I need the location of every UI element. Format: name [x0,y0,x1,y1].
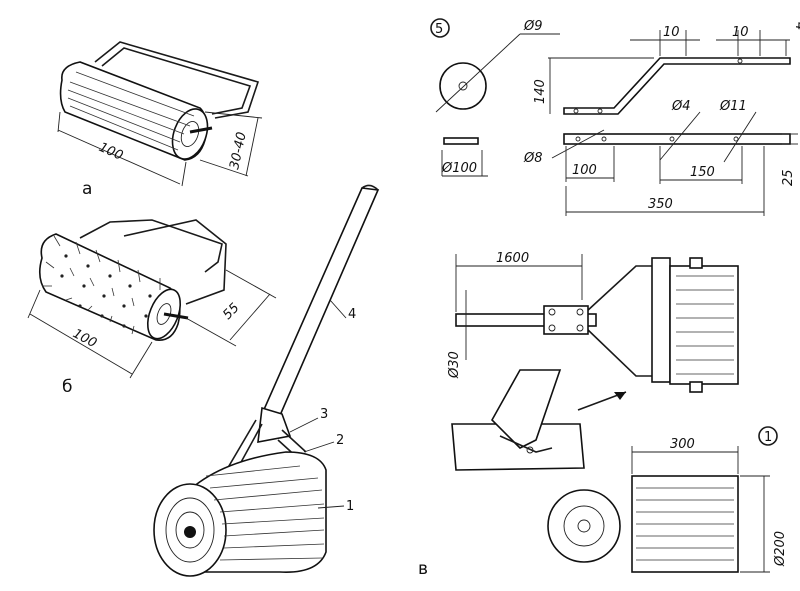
dim-1600: 1600 [496,251,529,266]
dim-300: 300 [670,437,695,452]
dim-top-10a: 10 [663,25,680,40]
view-c-assembled-roller: 1 2 3 4 в [153,184,428,579]
label-view-a: а [82,179,92,199]
dim-b-spike: 55 [220,301,242,323]
dim-dia-30: Ø30 [447,351,462,379]
dim-a-diameter: 30-40 [227,131,250,171]
detail-bracket-mount [451,369,627,471]
part-5-number: 5 [435,22,443,37]
view-b-spiked-roller: 100 55 б [27,219,277,397]
part-5-bracket: 5 Ø9 Ø100 10 10 4 140 [430,18,800,216]
part-1-roller-body: 1 300 Ø200 [547,426,788,573]
dim-hole-8: Ø8 [523,151,543,166]
label-view-b: б [62,377,72,397]
dim-dia-200: Ø200 [773,531,788,567]
dim-washer-hole: Ø9 [523,19,543,34]
dim-25: 25 [781,169,796,186]
dim-b-length: 100 [70,326,99,351]
assembly-plan: 1600 Ø30 [447,251,739,393]
dim-top-10b: 10 [732,25,749,40]
label-view-c: в [418,559,428,579]
dim-100: 100 [572,163,597,178]
dim-washer-dia: Ø100 [441,161,477,176]
dim-thickness: 4 [792,22,800,30]
dim-150: 150 [690,165,715,180]
callout-2: 2 [336,433,344,448]
dim-a-length: 100 [96,140,125,164]
callout-4: 4 [348,307,356,322]
callout-1: 1 [346,499,354,514]
spikes [42,235,161,335]
dim-height: 140 [533,79,548,104]
view-a-smooth-roller: 100 30-40 а [57,41,263,199]
dim-hole-4: Ø4 [671,99,691,114]
dim-350: 350 [648,197,673,212]
part-1-number: 1 [764,430,772,445]
callout-3: 3 [320,407,328,422]
dim-hole-11: Ø11 [719,99,747,114]
